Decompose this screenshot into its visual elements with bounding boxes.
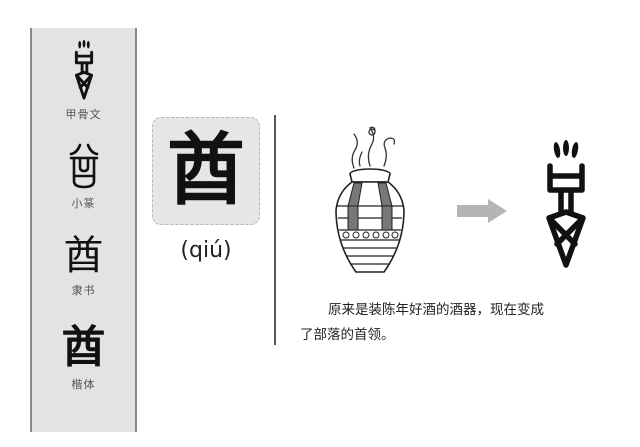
regular-qiu-glyph: 酋 — [61, 322, 106, 373]
script-label-regular: 楷体 — [71, 378, 96, 391]
caption-line-1: 原来是装陈年好酒的酒器，现在变成 — [328, 302, 544, 318]
script-variant-regular: 酋 楷体 — [32, 326, 135, 392]
script-label-small-seal: 小篆 — [71, 197, 96, 210]
caption: 原来是装陈年好酒的酒器，现在变成 了部落的首领。 — [300, 298, 610, 348]
caption-line-2: 了部落的首领。 — [300, 327, 395, 343]
main-character-box: 酋 — [152, 117, 260, 225]
oracle-bone-qiu-icon — [74, 39, 93, 100]
vertical-divider — [274, 115, 276, 345]
main-character: 酋 — [166, 125, 245, 216]
arrow-right-icon — [457, 199, 507, 223]
script-label-oracle-bone: 甲骨文 — [65, 108, 102, 121]
script-variant-small-seal: 小篆 — [32, 141, 135, 211]
script-label-clerical: 隶书 — [71, 284, 96, 297]
pinyin: (qiú) — [180, 238, 232, 263]
clerical-qiu-glyph: 酋 — [63, 233, 104, 279]
script-variant-oracle-bone: 甲骨文 — [32, 38, 135, 122]
small-seal-qiu-glyph — [69, 143, 98, 189]
script-variant-clerical: 酋 隶书 — [32, 236, 135, 298]
oracle-bone-qiu-icon — [546, 140, 586, 268]
wine-vessel-icon — [335, 126, 405, 273]
script-evolution-panel: 甲骨文 小篆 酋 隶书 酋 楷体 — [30, 28, 137, 432]
